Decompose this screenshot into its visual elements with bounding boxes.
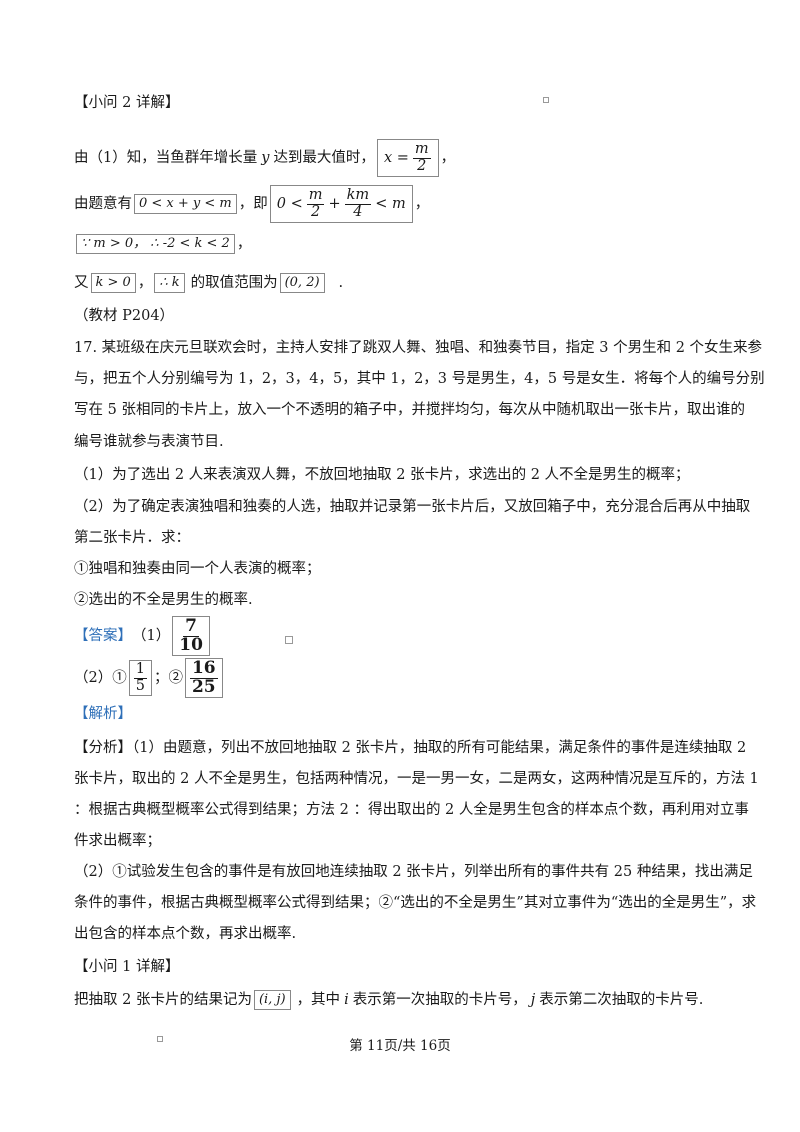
denominator: 2 [417, 157, 427, 174]
text: （1） [132, 628, 171, 644]
numerator: 1 [133, 661, 147, 679]
fraction: m 2 [412, 141, 431, 174]
q17-sub-1: ①独唱和独奏由同一个人表演的概率； [74, 561, 321, 577]
q17-part-2b: 第二张卡片．求： [74, 530, 190, 546]
text: 由题意有 [74, 196, 132, 212]
text: ， [236, 236, 252, 252]
answer-line-2: （2）① 1 5 ；② 16 25 [74, 656, 225, 700]
text: ， [440, 150, 456, 166]
text: 由（1）知，当鱼群年增长量 [74, 150, 258, 166]
denominator: 4 [353, 203, 363, 220]
analysis-line-3: ：根据古典概型概率公式得到结果；方法 2 ：得出取出的 2 人全是男生包含的样本… [74, 802, 749, 818]
text: ， [414, 196, 430, 212]
math-var: j [530, 992, 536, 1008]
fraction: 7 10 [177, 615, 205, 655]
analysis-line-7: 出包含的样本点个数，再求出概率. [74, 926, 297, 942]
answer-label: 【答案】 [74, 628, 132, 644]
answer-box: 7 10 [172, 615, 210, 657]
text: 达到最大值时， [273, 150, 375, 166]
q17-stem-2: 与，把五个人分别编号为 1，2，3，4，5，其中 1，2，3 号是男生，4，5 … [74, 371, 765, 387]
equation-box: x = m 2 [376, 139, 439, 177]
text: ，其中 [296, 992, 341, 1008]
text: 表示第一次抽取的卡片号， [352, 992, 527, 1008]
analysis-line-5: （2）①试验发生包含的事件是有放回地连续抽取 2 张卡片，列举出所有的事件共有 … [74, 864, 753, 880]
answer-box: 16 25 [184, 657, 223, 699]
text: 又 [74, 275, 89, 291]
pair-box: (i, j) [253, 990, 291, 1010]
subquestion-1-title: 【小问 1 详解】 [74, 959, 180, 975]
scan-mark [157, 1036, 163, 1042]
solution-line-4: 又 k > 0 ， ∴ k 的取值范围为 (0, 2) . [74, 273, 343, 293]
text: ， [137, 275, 153, 291]
math-text: + [328, 196, 341, 212]
condition-box: ∵ m > 0， ∴ -2 < k < 2 [76, 234, 235, 254]
subquestion-2-title: 【小问 2 详解】 [74, 95, 180, 111]
text: ，即 [238, 196, 268, 212]
analysis-line-4: 件求出概率； [74, 833, 161, 849]
fraction: 16 25 [189, 657, 218, 697]
fraction: km 4 [344, 187, 372, 220]
solution-line-2: 由题意有 0 < x + y < m ，即 0 < m 2 + km 4 < m… [74, 185, 430, 223]
condition-box: k > 0 [90, 273, 136, 293]
analysis-line-2: 张卡片，取出的 2 人不全是男生，包括两种情况，一是一男一女，二是两女，这两种情… [74, 771, 759, 787]
inequality-box: 0 < x + y < m [134, 194, 237, 214]
fraction: 1 5 [133, 661, 147, 694]
numerator: m [412, 141, 431, 159]
text: . [338, 275, 344, 291]
analysis-line-1: 【分析】（1）由题意，列出不放回地抽取 2 张卡片，抽取的所有可能结果，满足条件… [74, 740, 747, 756]
answer-line-1: 【答案】 （1） 7 10 [74, 614, 212, 658]
denominator: 2 [310, 203, 321, 220]
range-box: (0, 2) [279, 273, 325, 293]
numerator: 7 [183, 615, 199, 637]
q17-part-2a: （2）为了确定表演独唱和独奏的人选，抽取并记录第一张卡片后，又放回箱子中，充分混… [74, 499, 751, 515]
denominator: 5 [135, 677, 145, 694]
analysis-label: 【解析】 [74, 706, 132, 722]
solution-line-3: ∵ m > 0， ∴ -2 < k < 2 ， [74, 234, 251, 254]
source-note: （教材 P204） [74, 308, 175, 324]
analysis-line-6: 条件的事件，根据古典概型概率公式得到结果；②“选出的不全是男生”其对立事件为“选… [74, 895, 757, 911]
scan-mark [285, 636, 293, 644]
q17-part-1: （1）为了选出 2 人来表演双人舞，不放回地抽取 2 张卡片，求选出的 2 人不… [74, 467, 690, 483]
math-text: 0 < [276, 196, 303, 212]
math-text: < m [375, 196, 406, 212]
text: 表示第二次抽取的卡片号. [539, 992, 704, 1008]
solution-line-1: 由（1）知，当鱼群年增长量 y 达到最大值时， x = m 2 ， [74, 139, 456, 177]
page-footer: 第 11页/共 16页 [349, 1038, 451, 1054]
solution-last-line: 把抽取 2 张卡片的结果记为 (i, j) ，其中 i 表示第一次抽取的卡片号，… [74, 990, 703, 1010]
math-text: x = [383, 150, 409, 166]
numerator: 16 [189, 657, 218, 679]
math-var: i [344, 992, 349, 1008]
text: 的取值范围为 [190, 275, 278, 291]
q17-stem-4: 编号谁就参与表演节目. [74, 434, 224, 450]
answer-box: 1 5 [128, 660, 152, 696]
numerator: km [344, 187, 372, 205]
condition-box: ∴ k [154, 273, 185, 293]
scan-mark [543, 97, 549, 103]
math-var: y [261, 150, 270, 166]
denominator: 25 [191, 676, 216, 697]
q17-stem-1: 17. 某班级在庆元旦联欢会时，主持人安排了跳双人舞、独唱、和独奏节目，指定 3… [74, 340, 763, 356]
text: ；② [153, 670, 183, 686]
q17-stem-3: 写在 5 张相同的卡片上，放入一个不透明的箱子中，并搅拌均匀，每次从中随机取出一… [74, 402, 745, 418]
numerator: m [306, 187, 325, 205]
q17-sub-2: ②选出的不全是男生的概率. [74, 592, 253, 608]
fraction: m 2 [306, 187, 325, 220]
inequality-box-2: 0 < m 2 + km 4 < m [269, 185, 413, 223]
text: 把抽取 2 张卡片的结果记为 [74, 992, 252, 1008]
text: （2）① [74, 670, 127, 686]
denominator: 10 [179, 634, 203, 655]
